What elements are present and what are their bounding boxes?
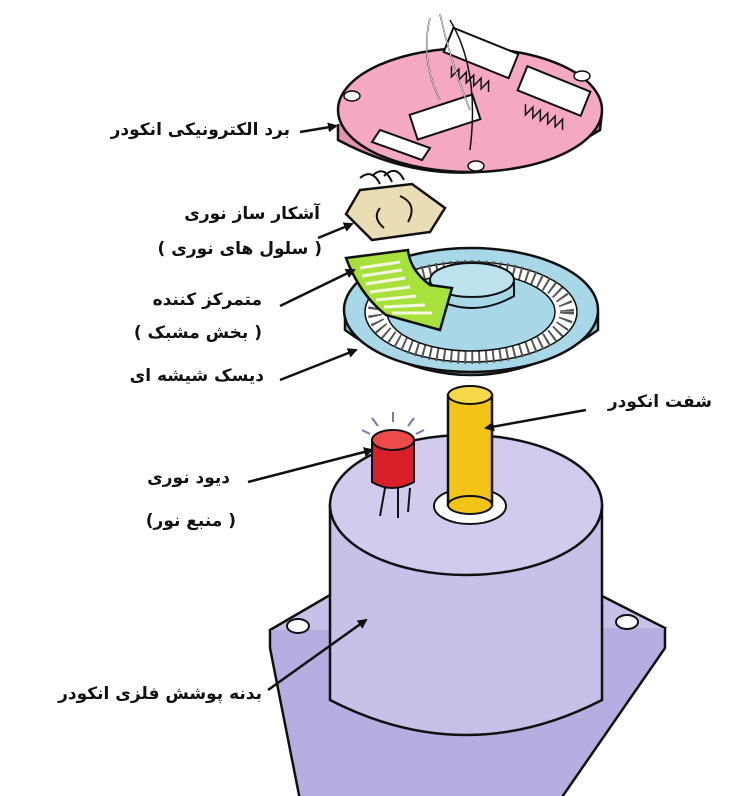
ic-chip <box>442 26 520 80</box>
arrow-disk <box>279 348 358 382</box>
light-detector <box>344 169 447 242</box>
arrow-body <box>267 618 368 692</box>
light-emitting-diode <box>361 412 425 518</box>
disk-slots <box>368 260 574 364</box>
label-glass-disk: دیسک شیشه ای <box>129 366 264 386</box>
label-concentrator-sub: ( بخش مشبک ) <box>133 323 262 343</box>
concentrator-grating <box>344 248 454 332</box>
mount-hole <box>286 618 310 634</box>
encoder-shaft <box>433 385 507 525</box>
label-concentrator: متمرکز کننده <box>152 290 262 310</box>
arrow-detector <box>317 222 354 240</box>
arrow-led <box>247 447 374 484</box>
callout-arrows <box>247 122 587 692</box>
arrow-board <box>299 122 338 134</box>
label-electronic-board: برد الکترونیکی انکودر <box>110 120 290 140</box>
label-light-detector: آشکار ساز نوری <box>184 204 320 224</box>
arrow-concentrator <box>279 268 356 308</box>
label-light-detector-sub: ( سلول های نوری ) <box>157 239 322 259</box>
encoder-electronic-board <box>336 13 604 174</box>
label-led-sub: ( منبع نور) <box>145 511 236 531</box>
ic-chip <box>408 93 482 141</box>
mount-hole <box>615 614 639 630</box>
arrow-shaft <box>484 408 587 432</box>
label-housing-body: بدنه پوشش فلزی انکودر <box>58 684 262 704</box>
label-led: دیود نوری <box>147 468 230 488</box>
ic-chip <box>516 64 592 118</box>
label-encoder-shaft: شفت انکودر <box>607 392 712 412</box>
